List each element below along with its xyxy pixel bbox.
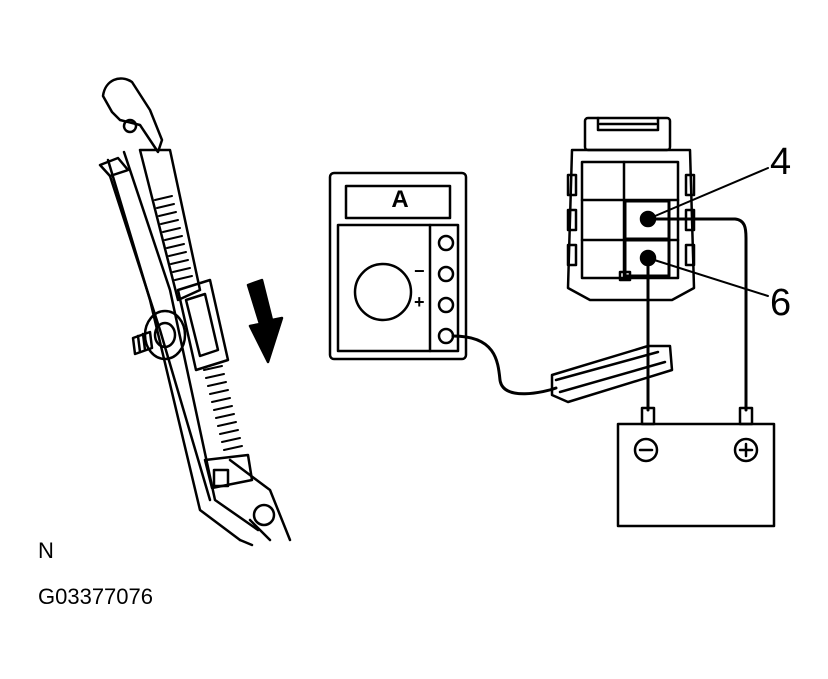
push-direction-arrow [246,278,284,364]
callout-pin-6: 6 [770,282,792,324]
view-label: N [38,538,54,563]
leader-6 [647,257,769,297]
current-clamp [550,344,674,404]
adjuster-lever-illustration [98,77,292,547]
meter-mode-label: A [391,186,409,213]
callout-pin-4: 4 [770,141,792,183]
ammeter [328,171,468,361]
wire-terminal-4-to-positive [646,217,748,412]
lower-spring [203,365,243,451]
meter-plus-label: + [414,292,425,312]
meter-minus-label: − [414,261,425,281]
figure-code: G03377076 [38,584,153,609]
battery [616,406,776,528]
upper-spring [154,195,193,281]
bolt-stud [131,309,187,361]
relay-connector [566,116,696,302]
leader-4 [647,167,769,220]
meter-lead [451,334,558,396]
